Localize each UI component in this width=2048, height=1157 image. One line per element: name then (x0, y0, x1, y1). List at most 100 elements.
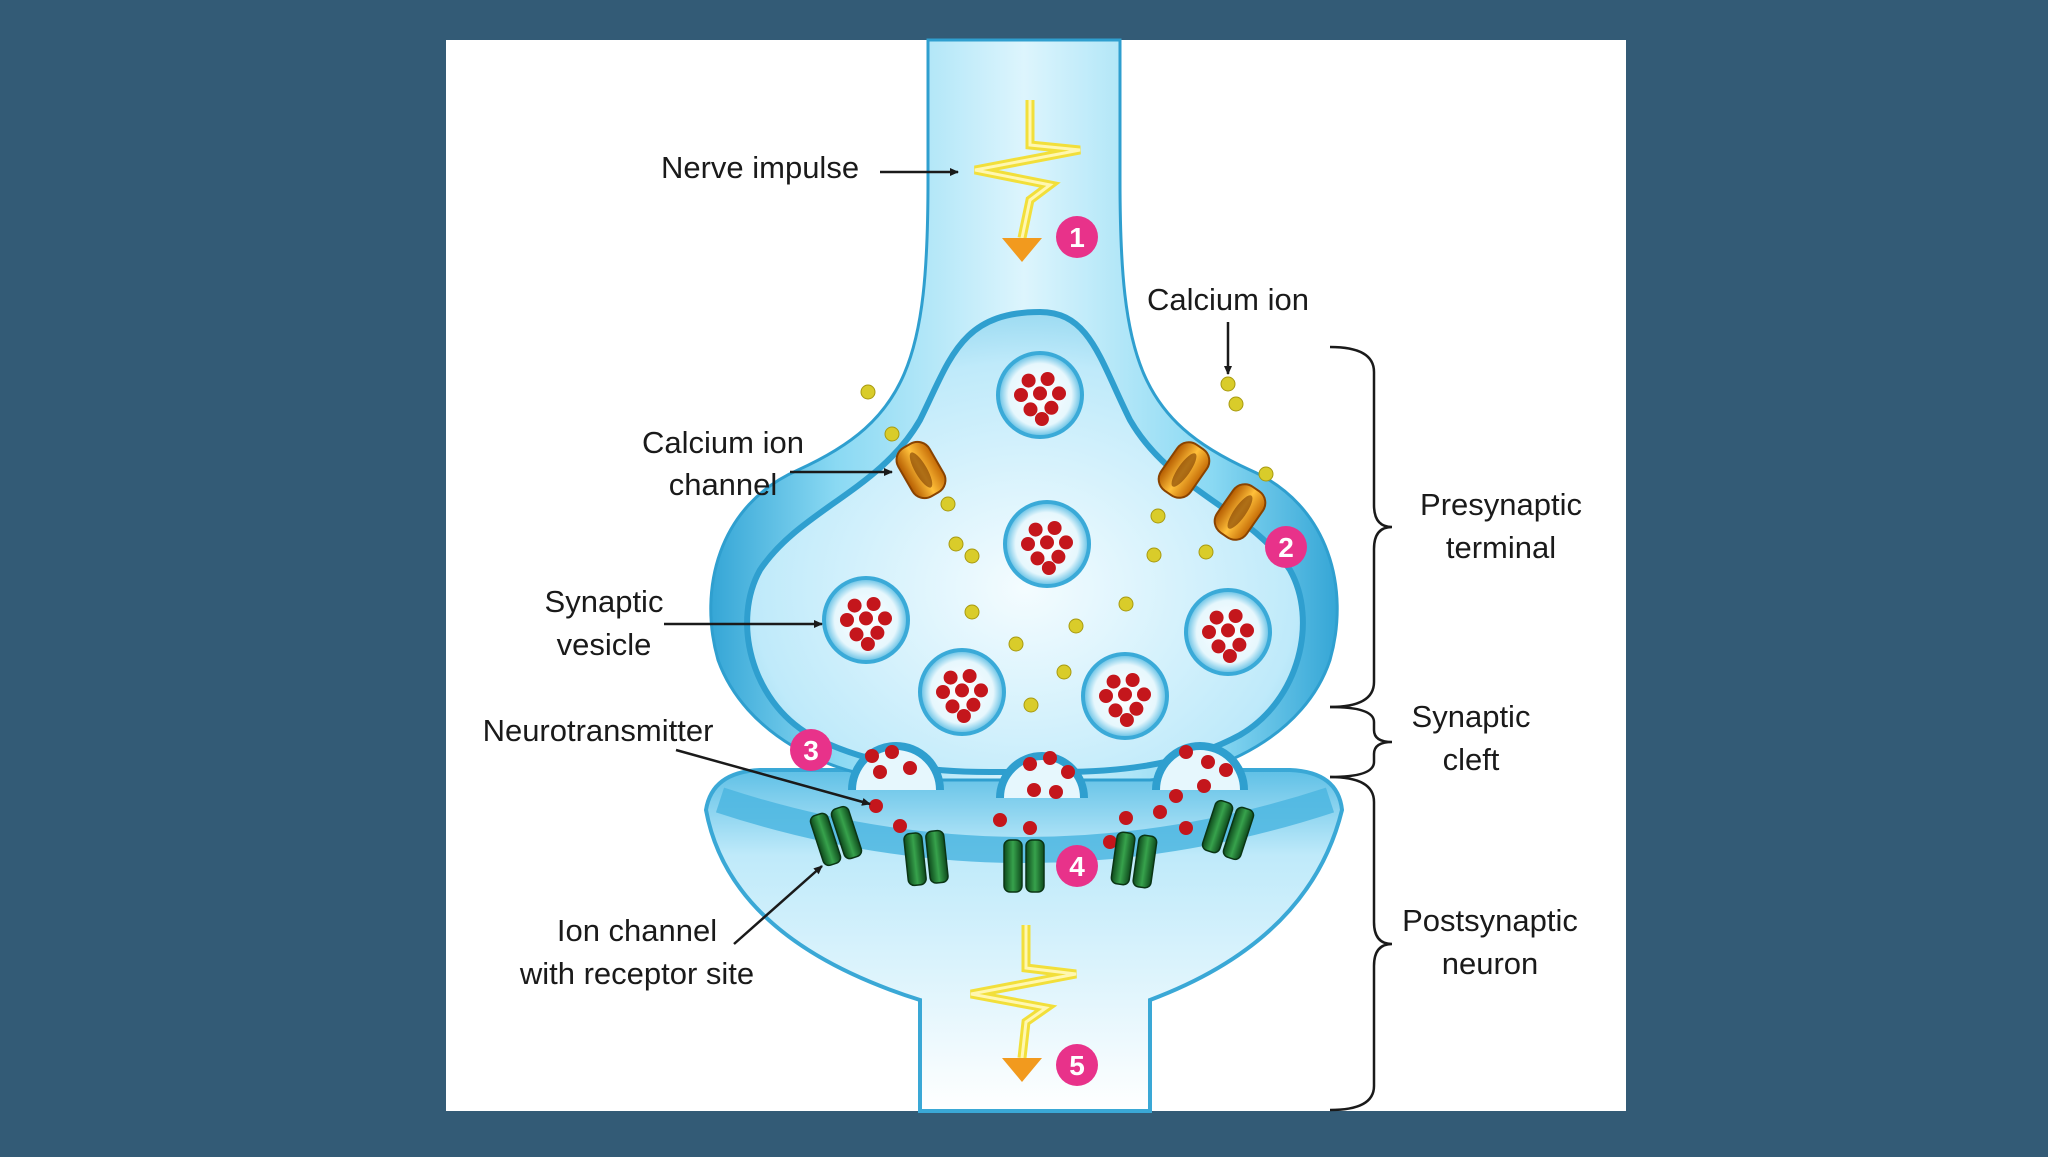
nerve-impulse-bolt-top (974, 100, 1081, 262)
neurotransmitter-dot (1028, 522, 1043, 537)
neurotransmitter-dot (1103, 835, 1117, 849)
neurotransmitter-dot (1197, 779, 1211, 793)
label-calcium-ion-channel-1: Calcium ion (642, 425, 804, 460)
neurotransmitter-dot (1201, 755, 1215, 769)
calcium-ion-dot (948, 536, 964, 552)
neurotransmitter-dot (1119, 811, 1133, 825)
synaptic-vesicle (1081, 652, 1169, 740)
arrow-neurotransmitter (675, 748, 871, 806)
neurotransmitter-dot (943, 670, 958, 685)
svg-text:5: 5 (1069, 1050, 1085, 1081)
svg-text:2: 2 (1278, 532, 1294, 563)
svg-text:3: 3 (803, 735, 819, 766)
fusing-vesicles (848, 742, 1248, 799)
synaptic-vesicle (822, 576, 910, 664)
neurotransmitter-dot (1219, 763, 1233, 777)
label-cleft-1: Synaptic (1412, 699, 1531, 734)
neurotransmitter-dot (1129, 701, 1144, 716)
neurotransmitter-dot (1021, 537, 1035, 551)
calcium-ion-dot (1023, 697, 1039, 713)
neurotransmitter-dot (1179, 745, 1193, 759)
neurotransmitter-dot (974, 683, 988, 698)
neurotransmitter-dot (849, 627, 864, 642)
neurotransmitter-dot (1052, 386, 1066, 401)
neurotransmitter-dot (1232, 637, 1247, 652)
calcium-ion-dot (1228, 396, 1244, 412)
step-badge-1: 1 (1056, 216, 1098, 258)
label-synaptic-vesicle-1: Synaptic (545, 584, 664, 619)
synaptic-vesicle (996, 351, 1084, 439)
neurotransmitter-dot (1099, 689, 1113, 703)
neurotransmitter-dot (1023, 821, 1037, 835)
neurotransmitter-dot (1040, 372, 1055, 386)
neurotransmitter-dot (945, 699, 960, 714)
neurotransmitter-dot (870, 625, 885, 640)
step-badge-2: 2 (1265, 526, 1307, 568)
label-ion-channel-1: Ion channel (557, 913, 717, 948)
receptor-ion-channel (1110, 831, 1158, 889)
neurotransmitter-dot (1153, 805, 1167, 819)
receptor-ion-channel (1201, 799, 1255, 861)
calcium-ion-channel-left (895, 440, 947, 500)
neurotransmitter-molecules (865, 745, 1233, 849)
calcium-ion-dot (1220, 376, 1236, 392)
neurotransmitter-dot (1033, 386, 1047, 401)
synaptic-vesicle (1003, 500, 1091, 588)
neurotransmitter-dot (1027, 783, 1041, 797)
neurotransmitter-dot (1228, 609, 1243, 623)
calcium-ion-channel-right-2 (1213, 483, 1267, 541)
neurotransmitter-dot (993, 813, 1007, 827)
calcium-ion-dot (964, 548, 980, 564)
label-postsynaptic-1: Postsynaptic (1402, 903, 1578, 938)
synaptic-vesicles (822, 351, 1272, 740)
neurotransmitter-dot (893, 819, 907, 833)
neurotransmitter-dot (1169, 789, 1183, 803)
neurotransmitter-dot (1106, 674, 1121, 689)
receptor-ion-channels (809, 799, 1255, 893)
svg-text:1: 1 (1069, 222, 1085, 253)
label-calcium-ion-channel-2: channel (669, 467, 778, 502)
calcium-ion-channel-right-1 (1157, 441, 1211, 499)
receptor-ion-channel (1003, 839, 1045, 893)
neurotransmitter-dot (865, 749, 879, 763)
neurotransmitter-dot (878, 611, 892, 626)
neurotransmitter-dot (1040, 535, 1054, 550)
neurotransmitter-dot (1118, 687, 1132, 702)
calcium-ion-dot (1150, 508, 1166, 524)
receptor-ion-channel (903, 829, 949, 887)
brace-synaptic-cleft (1329, 705, 1393, 779)
neurotransmitter-dot (1034, 412, 1049, 426)
step-badge-4: 4 (1056, 845, 1098, 887)
neurotransmitter-dot (1049, 785, 1063, 799)
neurotransmitter-dot (1209, 610, 1224, 625)
calcium-ion-dot (884, 426, 900, 442)
neurotransmitter-dot (1061, 765, 1075, 779)
calcium-ion-dot (1258, 466, 1274, 482)
label-postsynaptic-2: neuron (1442, 946, 1539, 981)
neurotransmitter-dot (903, 761, 917, 775)
calcium-ion-dot (1008, 636, 1024, 652)
svg-text:4: 4 (1069, 851, 1085, 882)
neurotransmitter-dot (1059, 535, 1073, 550)
label-ion-channel-2: with receptor site (519, 956, 754, 991)
label-presynaptic-2: terminal (1446, 530, 1556, 565)
calcium-ion-dot (940, 496, 956, 512)
neurotransmitter-dot (1137, 687, 1151, 702)
neurotransmitter-dot (1179, 821, 1193, 835)
label-synaptic-vesicle-2: vesicle (557, 627, 652, 662)
neurotransmitter-dot (1211, 639, 1226, 654)
neurotransmitter-dot (1030, 551, 1045, 566)
label-nerve-impulse: Nerve impulse (661, 150, 859, 185)
label-cleft-2: cleft (1443, 742, 1500, 777)
neurotransmitter-dot (885, 745, 899, 759)
neurotransmitter-dot (869, 799, 883, 813)
neurotransmitter-dot (1108, 703, 1123, 718)
synaptic-vesicle (1184, 588, 1272, 676)
arrow-ion-channel (733, 865, 823, 945)
neurotransmitter-dot (936, 685, 950, 699)
synaptic-vesicle (918, 648, 1006, 736)
neurotransmitter-dot (1119, 713, 1134, 727)
calcium-ion-dot (1118, 596, 1134, 612)
